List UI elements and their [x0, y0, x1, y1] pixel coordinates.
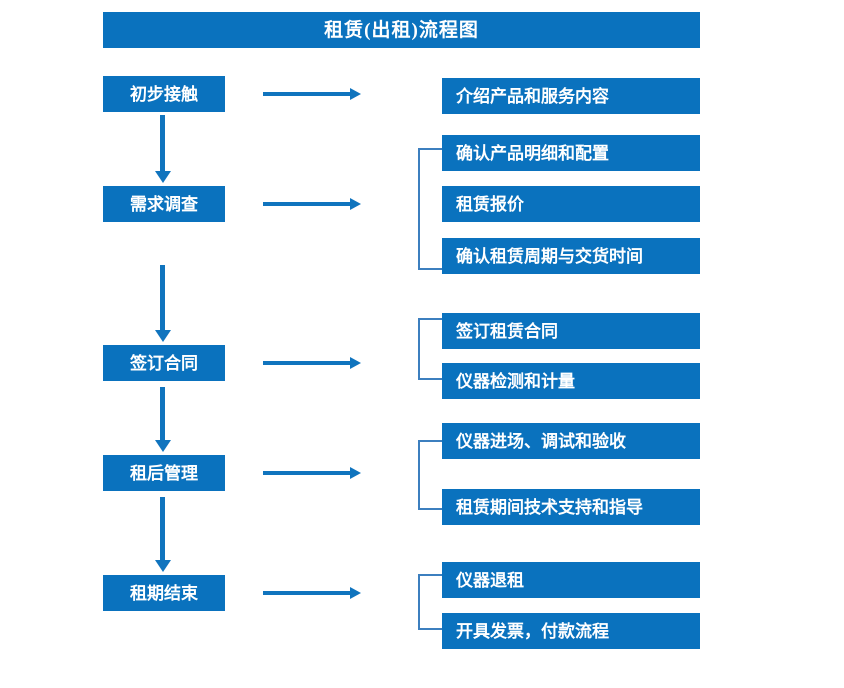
vertical-arrow-icon-1 — [155, 115, 171, 183]
task-box-invoice-payment[interactable]: 开具发票，付款流程 — [442, 613, 700, 649]
bracket-connector-post-rental — [418, 440, 444, 510]
stage-label: 初步接触 — [130, 84, 198, 104]
task-box-sign-lease-agreement[interactable]: 签订租赁合同 — [442, 313, 700, 349]
task-label: 仪器进场、调试和验收 — [456, 431, 626, 451]
stage-box-lease-end[interactable]: 租期结束 — [103, 575, 225, 611]
task-label: 确认租赁周期与交货时间 — [456, 246, 643, 266]
vertical-arrow-icon-3 — [155, 387, 171, 452]
task-box-introduce-products[interactable]: 介绍产品和服务内容 — [442, 78, 700, 114]
task-label: 签订租赁合同 — [456, 321, 558, 341]
stage-label: 租期结束 — [130, 583, 198, 603]
task-label: 租赁期间技术支持和指导 — [456, 497, 643, 517]
bracket-connector-lease-end — [418, 574, 444, 630]
task-box-rental-quotation[interactable]: 租赁报价 — [442, 186, 700, 222]
bracket-connector-sign-contract — [418, 318, 444, 380]
task-label: 租赁报价 — [456, 194, 524, 214]
task-box-instrument-delivery-commissioning[interactable]: 仪器进场、调试和验收 — [442, 423, 700, 459]
stage-box-needs-survey[interactable]: 需求调查 — [103, 186, 225, 222]
task-label: 仪器检测和计量 — [456, 371, 575, 391]
task-label: 确认产品明细和配置 — [456, 143, 609, 163]
task-box-instrument-return[interactable]: 仪器退租 — [442, 562, 700, 598]
stage-label: 需求调查 — [130, 194, 198, 214]
stage-label: 租后管理 — [130, 463, 198, 483]
bracket-connector-needs-survey — [418, 148, 444, 270]
task-box-instrument-testing[interactable]: 仪器检测和计量 — [442, 363, 700, 399]
task-box-technical-support[interactable]: 租赁期间技术支持和指导 — [442, 489, 700, 525]
flowchart-title-banner: 租赁(出租)流程图 — [103, 12, 700, 48]
stage-box-post-rental-management[interactable]: 租后管理 — [103, 455, 225, 491]
task-box-confirm-lease-period[interactable]: 确认租赁周期与交货时间 — [442, 238, 700, 274]
vertical-arrow-icon-4 — [155, 497, 171, 572]
horizontal-arrow-icon-4 — [263, 466, 361, 480]
task-label: 仪器退租 — [456, 570, 524, 590]
horizontal-arrow-icon-1 — [263, 87, 361, 101]
page-title: 租赁(出租)流程图 — [324, 19, 479, 41]
task-label: 开具发票，付款流程 — [456, 621, 609, 641]
horizontal-arrow-icon-5 — [263, 586, 361, 600]
stage-box-sign-contract[interactable]: 签订合同 — [103, 345, 225, 381]
horizontal-arrow-icon-3 — [263, 356, 361, 370]
horizontal-arrow-icon-2 — [263, 197, 361, 211]
task-label: 介绍产品和服务内容 — [456, 86, 609, 106]
vertical-arrow-icon-2 — [155, 265, 171, 342]
stage-label: 签订合同 — [130, 353, 198, 373]
task-box-confirm-product-details[interactable]: 确认产品明细和配置 — [442, 135, 700, 171]
stage-box-initial-contact[interactable]: 初步接触 — [103, 76, 225, 112]
